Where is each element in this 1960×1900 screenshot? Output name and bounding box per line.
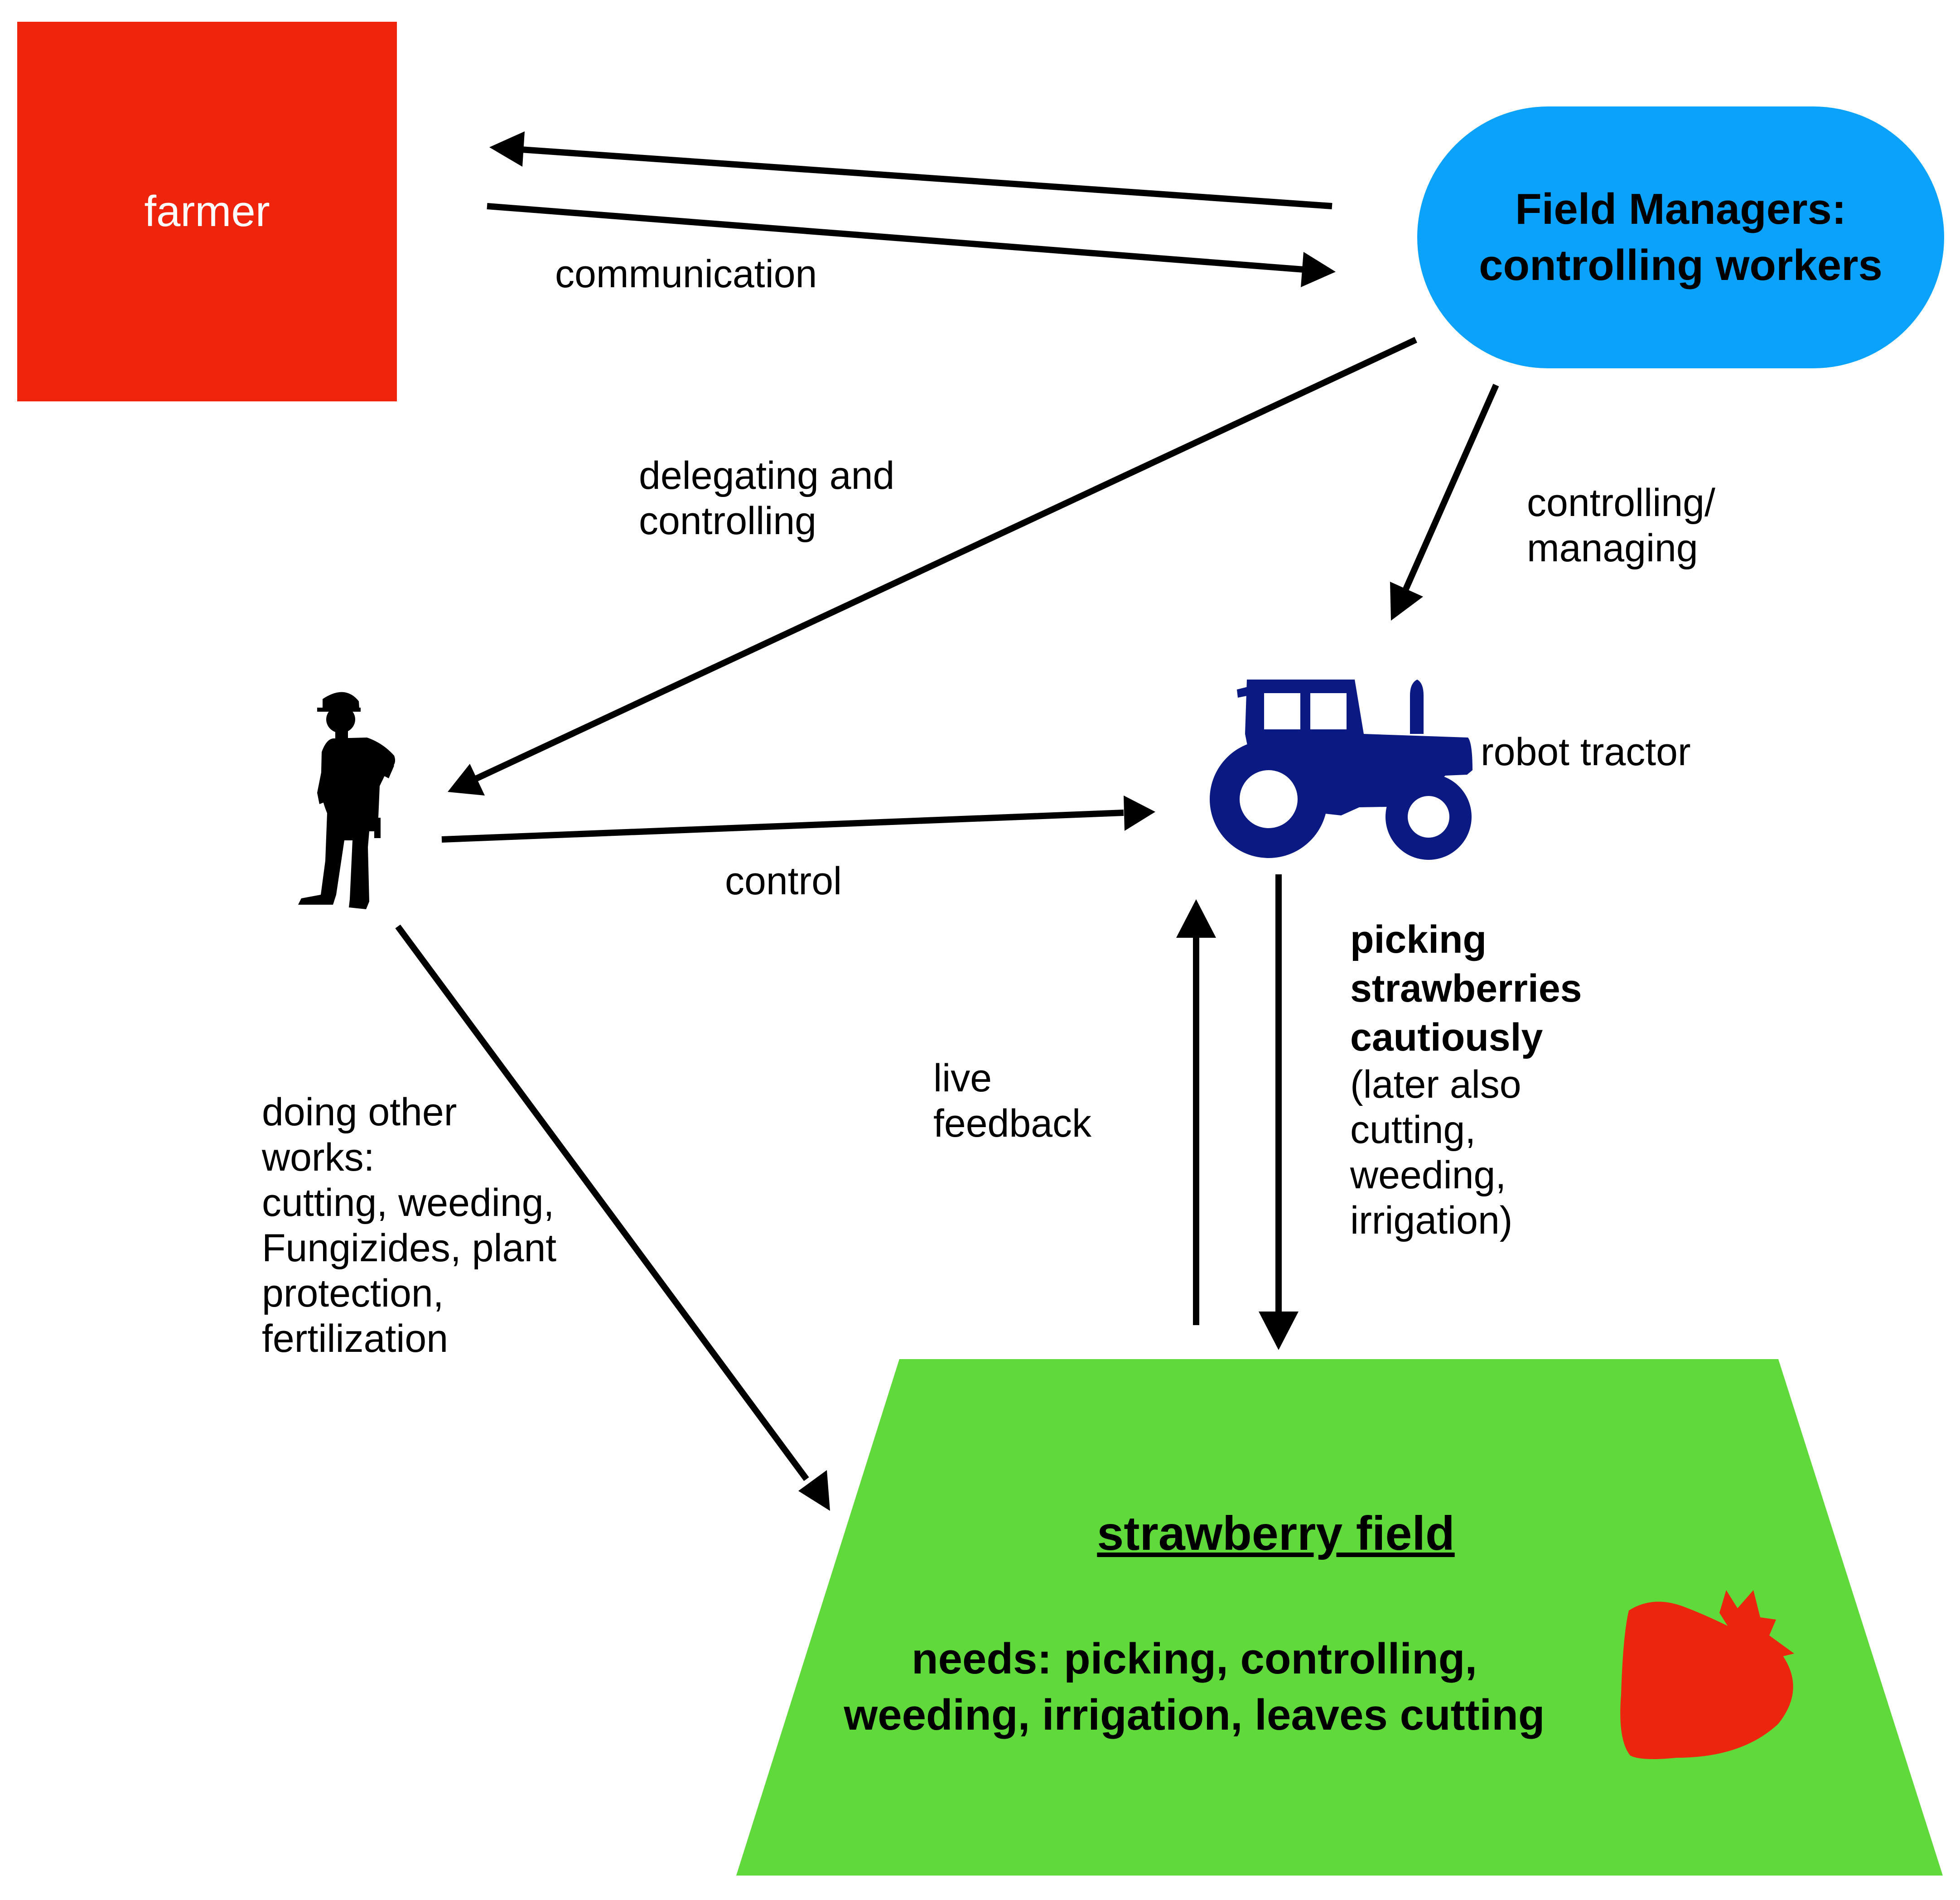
other-works-line-3: cutting, weeding,	[262, 1181, 555, 1225]
other-works-line-4: Fungizides, plant	[262, 1226, 557, 1270]
live-feedback-label: live feedback	[933, 1056, 1091, 1146]
tractor-cutouts	[1240, 693, 1449, 838]
picking-line-5: cutting,	[1350, 1108, 1476, 1152]
field-managers-title: Field Managers:	[1515, 185, 1846, 233]
delegating-label: delegating and controlling	[639, 453, 894, 544]
arrow-managers-to-farmer	[489, 131, 1332, 209]
field-managers-subtitle: controlling workers	[1479, 241, 1883, 289]
arrow-managers-to-worker	[448, 337, 1417, 796]
controlling-managing-line-1: controlling/	[1527, 481, 1715, 525]
picking-line-1: picking	[1350, 918, 1487, 961]
field-managers-node: Field Managers: controlling workers	[1417, 106, 1944, 368]
picking-line-6: weeding,	[1350, 1153, 1506, 1197]
farmer-label: farmer	[144, 187, 270, 236]
other-works-line-6: fertilization	[262, 1317, 449, 1360]
arrow-managers-to-tractor	[1390, 384, 1499, 621]
strawberry-field-needs: needs: picking, controlling, weeding, ir…	[809, 1631, 1579, 1743]
arrow-field-to-tractor	[1176, 899, 1216, 1325]
picking-label: picking strawberries cautiously (later a…	[1350, 915, 1582, 1243]
other-works-label: doing other works: cutting, weeding, Fun…	[262, 1090, 556, 1361]
picking-line-4: (later also	[1350, 1063, 1521, 1106]
picking-line-7: irrigation)	[1350, 1199, 1513, 1242]
arrow-tractor-to-field	[1259, 874, 1299, 1350]
live-feedback-line-1: live	[933, 1056, 992, 1100]
live-feedback-line-2: feedback	[933, 1102, 1092, 1145]
strawberry-icon	[1620, 1590, 1794, 1760]
control-label: control	[725, 859, 842, 903]
strawberry-field-title: strawberry field	[1097, 1507, 1455, 1560]
other-works-line-1: doing other	[262, 1090, 457, 1134]
picking-line-2: strawberries	[1350, 967, 1582, 1010]
communication-label: communication	[555, 252, 817, 296]
field-needs-line-2: weeding, irrigation, leaves cutting	[844, 1691, 1545, 1739]
arrows	[395, 131, 1499, 1511]
delegating-line-2: controlling	[639, 499, 816, 543]
other-works-line-5: protection,	[262, 1272, 444, 1315]
other-works-line-2: works:	[262, 1136, 375, 1179]
picking-line-3: cautiously	[1350, 1016, 1543, 1059]
worker-silhouette-icon	[298, 692, 396, 909]
farmer-node: farmer	[17, 22, 397, 401]
arrow-worker-to-field	[395, 924, 830, 1511]
strawberry-field-shape	[736, 1359, 1943, 1876]
controlling-managing-line-2: managing	[1527, 526, 1698, 570]
arrow-worker-to-tractor	[441, 796, 1155, 843]
field-needs-line-1: needs: picking, controlling,	[911, 1635, 1477, 1683]
controlling-managing-label: controlling/ managing	[1527, 480, 1715, 571]
robot-tractor-label: robot tractor	[1481, 730, 1691, 774]
delegating-line-1: delegating and	[639, 454, 895, 497]
arrow-farmer-to-managers	[487, 203, 1336, 287]
